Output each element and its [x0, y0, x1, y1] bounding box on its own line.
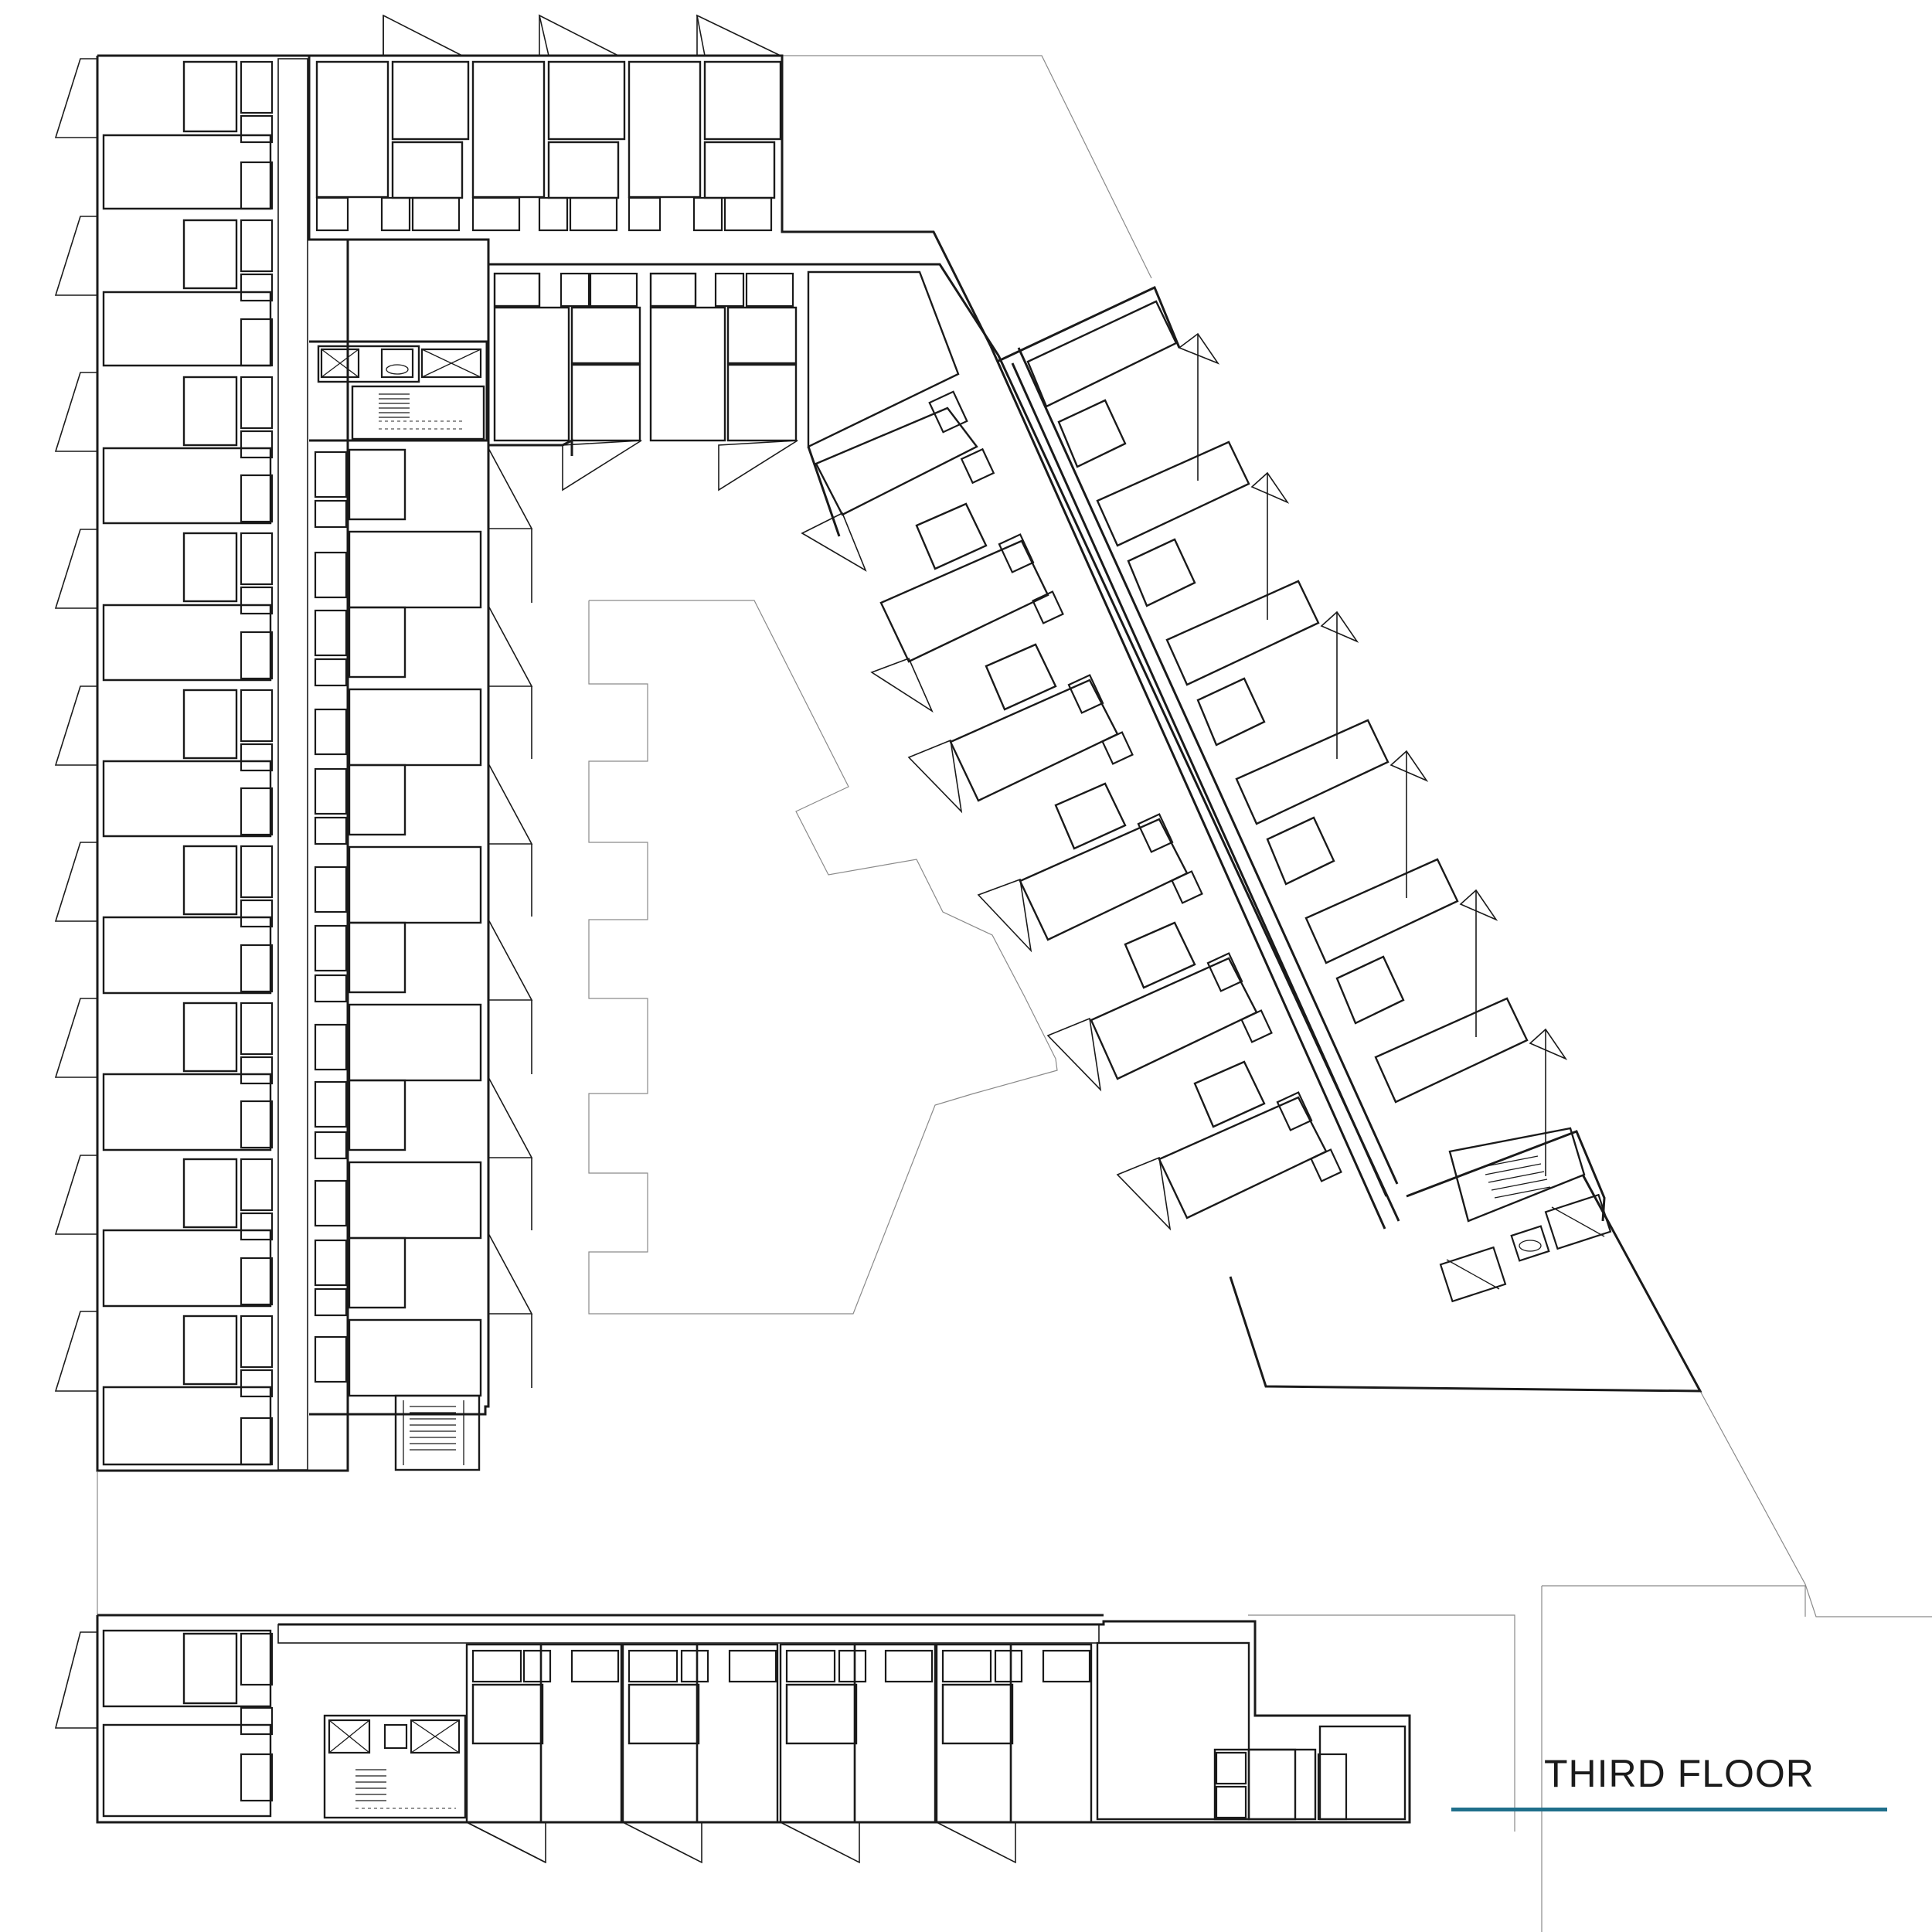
west-apartments — [102, 60, 274, 1466]
floor-label-underline — [1451, 1808, 1887, 1811]
east-outer-units — [1026, 300, 1568, 1176]
south-units — [465, 1641, 1406, 1824]
east-wing — [801, 285, 1702, 1393]
west-corridor — [277, 58, 308, 1471]
east-inner-balconies — [801, 512, 1172, 1231]
east-core — [1439, 1127, 1612, 1303]
south-wing — [54, 1614, 1411, 1864]
site-boundary — [97, 55, 1932, 1932]
west-wing — [54, 54, 533, 1472]
west-inner-units — [309, 439, 533, 1416]
west-core-stair — [379, 393, 410, 418]
west-balconies — [54, 58, 98, 1392]
south-balconies — [466, 1821, 1016, 1864]
floor-label: THIRD FLOOR — [1544, 1752, 1815, 1795]
north-wing — [309, 14, 1000, 492]
east-inner-units — [815, 390, 1342, 1219]
courtyard-outline — [588, 600, 1058, 1315]
west-core — [309, 340, 488, 1471]
south-corridor — [277, 1624, 1100, 1644]
